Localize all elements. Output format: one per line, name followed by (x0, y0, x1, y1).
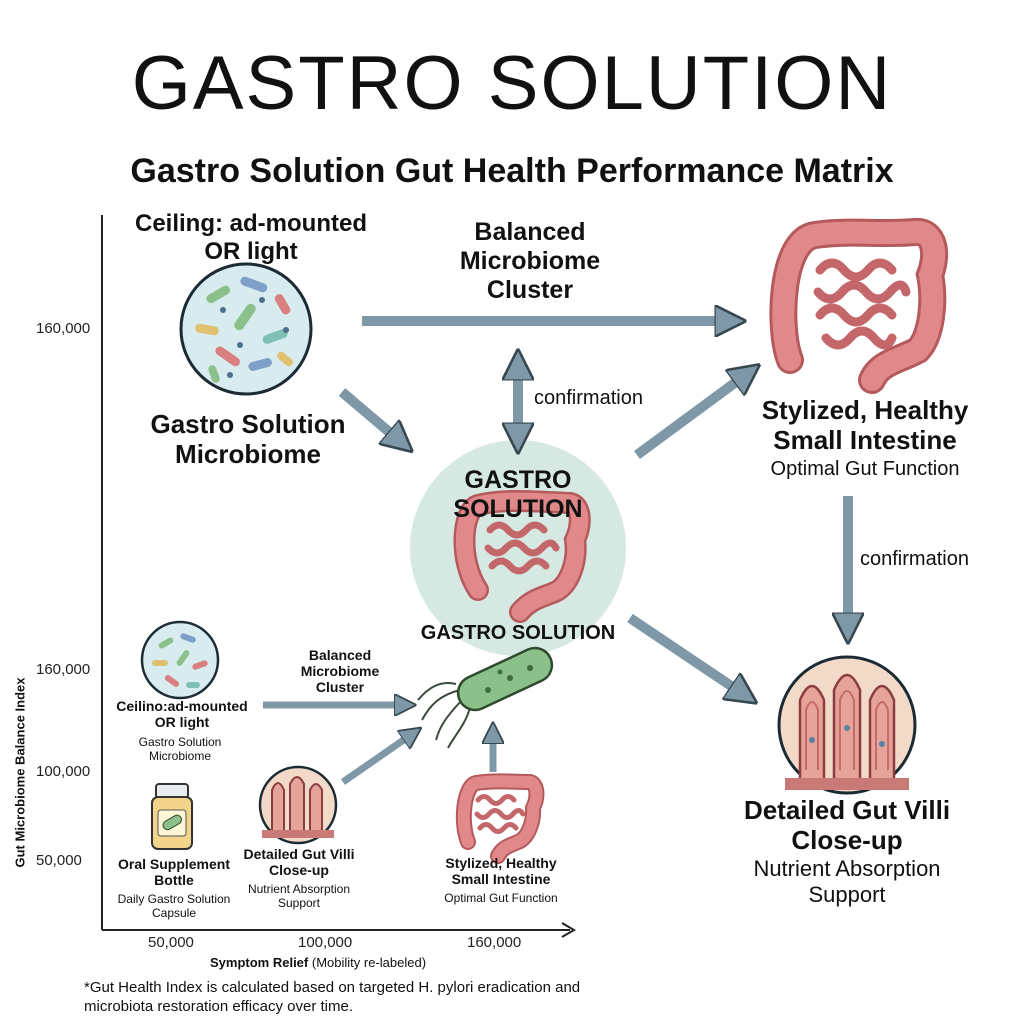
arrow-small-villi-to-bacterium (341, 730, 418, 785)
y-tick-label: 160,000 (36, 320, 91, 337)
microbiome-top-caption: Gastro Solution Microbiome (150, 409, 346, 469)
footnote: *Gut Health Index is calculated based on… (84, 979, 581, 1015)
x-axis-label-note: (Mobility re-labeled) (311, 955, 427, 970)
center-top-label: GASTRO SOLUTION (453, 466, 583, 523)
balanced-cluster-small-label: Balanced Microbiome Cluster (300, 647, 380, 696)
intestine-large-illustration (769, 218, 949, 394)
microbiome-top-illustration (179, 262, 313, 396)
intestine-small-title: Stylized, Healthy Small Intestine (445, 855, 557, 888)
villi-small-subtitle: Nutrient Absorption Support (247, 882, 351, 911)
microbiome-small-caption: Gastro Solution Microbiome (138, 735, 222, 764)
page-subtitle: Gastro Solution Gut Health Performance M… (130, 152, 894, 190)
villi-large-illustration (777, 655, 917, 795)
intestine-center-illustration (453, 489, 591, 623)
villi-right-title: Detailed Gut Villi Close-up (743, 795, 951, 855)
x-tick-label: 160,000 (467, 934, 522, 951)
supplement-bottle-illustration (151, 783, 193, 850)
villi-right-subtitle: Nutrient Absorption Support (753, 856, 941, 907)
x-axis-arrowhead (561, 922, 576, 938)
confirmation-label-right: confirmation (860, 548, 969, 570)
y-axis-label: Gut Microbiome Balance Index (12, 677, 28, 868)
supplement-title: Oral Supplement Bottle (117, 856, 231, 889)
microbiome-top-heading: Ceiling: ad-mounted OR light (135, 210, 367, 265)
x-tick-label: 100,000 (298, 934, 353, 951)
center-bottom-label: GASTRO SOLUTION (420, 622, 616, 644)
microbiome-small-heading: Ceilino:ad-mounted OR light (116, 698, 248, 731)
y-tick-label: 50,000 (36, 852, 82, 869)
x-axis-label: Symptom Relief (Mobility re-labeled) (210, 955, 426, 970)
x-axis-label-main: Symptom Relief (210, 955, 309, 970)
confirmation-label-top: confirmation (534, 387, 643, 409)
supplement-subtitle: Daily Gastro Solution Capsule (117, 892, 231, 921)
y-tick-label: 160,000 (36, 661, 91, 678)
intestine-small-illustration (455, 773, 545, 864)
intestine-right-subtitle: Optimal Gut Function (770, 458, 960, 480)
villi-small-illustration (258, 765, 338, 845)
bacterium-illustration (417, 646, 554, 749)
x-tick-label: 50,000 (148, 934, 194, 951)
arrow-microbiome-to-center (338, 388, 408, 448)
arrow-center-to-intestine (634, 368, 755, 460)
page-title: GASTRO SOLUTION (131, 41, 893, 126)
y-tick-label: 100,000 (36, 763, 91, 780)
intestine-small-subtitle: Optimal Gut Function (444, 891, 558, 905)
villi-small-title: Detailed Gut Villi Close-up (243, 846, 355, 879)
microbiome-small-illustration (140, 620, 220, 700)
intestine-right-title: Stylized, Healthy Small Intestine (761, 395, 969, 455)
arrow-center-to-villi (627, 613, 752, 700)
balanced-cluster-label: Balanced Microbiome Cluster (459, 218, 601, 304)
